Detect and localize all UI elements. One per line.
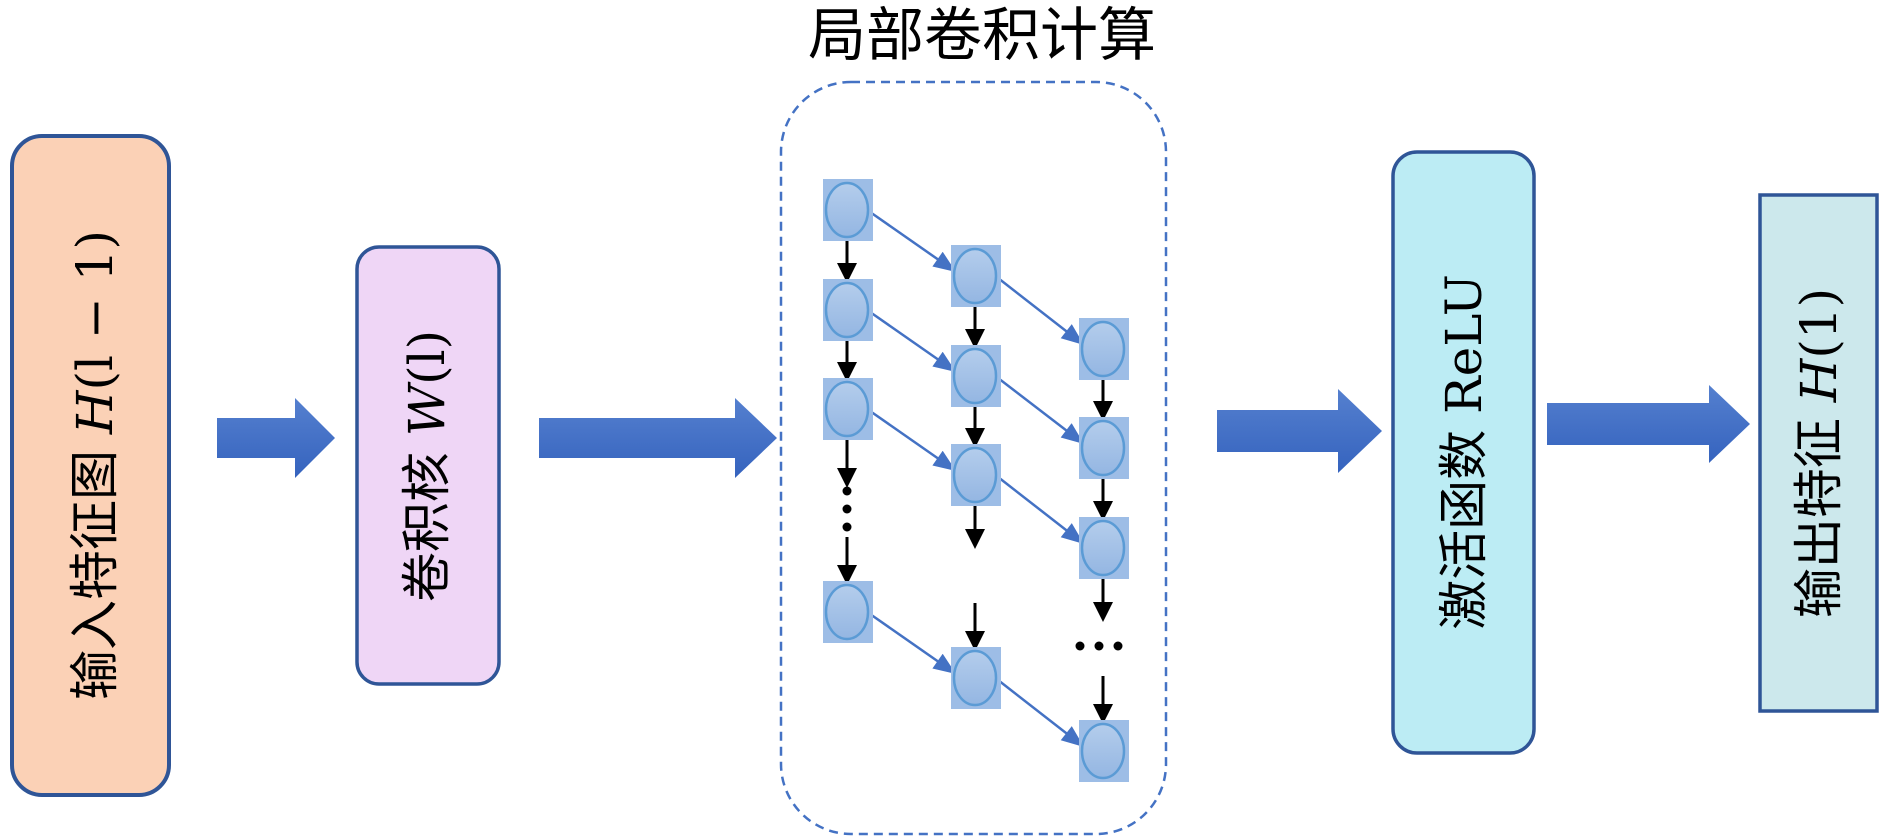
ellipsis-dot	[1075, 641, 1085, 651]
flow-arrow-2	[539, 398, 777, 478]
output-feature-label: 输出特征 H(1)	[1790, 288, 1848, 618]
node-ellipse	[824, 281, 870, 339]
vertical-edge-c2r2-c2r3-head	[965, 428, 985, 448]
node-ellipse	[1080, 519, 1126, 577]
diagonal-edge-c2r2-c3r2	[997, 377, 1085, 445]
flow-arrow-3	[1217, 389, 1382, 473]
input-feature-map-block: 输入特征图 H(l − 1)	[10, 134, 171, 797]
graph-node	[1079, 318, 1129, 380]
graph-node	[951, 647, 1001, 709]
flow-arrow-4	[1547, 385, 1750, 463]
vertical-edge-c2r3-gap-head	[965, 529, 985, 549]
node-ellipse	[1080, 320, 1126, 378]
vertical-edge-c3r1-c3r2-head	[1093, 401, 1113, 421]
diagonal-edge-c2r3-c3r3	[997, 476, 1085, 545]
node-ellipse	[952, 247, 998, 305]
output-feature-block: 输出特征 H(1)	[1758, 193, 1879, 713]
activation-label: 激活函数 ReLU	[1435, 274, 1493, 630]
ellipsis-marks	[842, 486, 1123, 651]
node-ellipse	[1080, 419, 1126, 477]
ellipsis-dot	[1113, 641, 1123, 651]
vertical-edge-c3r2-c3r3-head	[1093, 501, 1113, 521]
flow-arrow-1	[217, 398, 335, 478]
kernel-label: 卷积核 W(l)	[398, 330, 456, 602]
ellipsis-dot	[842, 522, 852, 532]
ellipsis-dot	[842, 486, 852, 496]
vertical-edge-c1r2-c1r3-head	[837, 362, 857, 382]
vertical-edge-c2r1-c2r2-head	[965, 329, 985, 349]
graph-node	[1079, 720, 1129, 782]
diagonal-edge-c1r3-c2r3	[869, 409, 957, 473]
vertical-edge-c1r3-ellipsis-head	[837, 468, 857, 488]
diagonal-edge-c2r1-c3r1	[997, 277, 1085, 346]
vertical-edge-ellipsis-c1rn-head	[837, 565, 857, 585]
kernel-block: 卷积核 W(l)	[355, 245, 501, 686]
graph-node	[823, 279, 873, 341]
node-ellipse	[1080, 722, 1126, 780]
diagonal-edge-c2rn-c3rn	[997, 679, 1085, 748]
node-ellipse	[952, 446, 998, 504]
graph-edges	[837, 210, 1113, 748]
ellipsis-dot	[1094, 641, 1104, 651]
graph-node	[1079, 417, 1129, 479]
activation-relu-block: 激活函数 ReLU	[1391, 150, 1536, 755]
diagram-title: 局部卷积计算	[808, 1, 1156, 69]
graph-node	[951, 444, 1001, 506]
node-ellipse	[824, 380, 870, 438]
diagonal-edge-c1r1-c2r1	[869, 210, 957, 274]
diagonal-edge-c1r2-c2r2	[869, 310, 957, 374]
node-ellipse	[952, 649, 998, 707]
node-ellipse	[952, 347, 998, 405]
graph-node	[951, 245, 1001, 307]
node-ellipse	[824, 181, 870, 239]
graph-node	[951, 345, 1001, 407]
vertical-edge-c3r3-ellipsis-head	[1093, 602, 1113, 622]
node-ellipse	[824, 583, 870, 641]
vertical-edge-c1r1-c1r2-head	[837, 263, 857, 283]
vertical-edge-ellipsis-c3rn-head	[1093, 704, 1113, 724]
diagonal-edge-c1rn-c2rn	[869, 612, 957, 676]
local-convolution-region	[779, 80, 1168, 836]
graph-node	[1079, 517, 1129, 579]
graph-node	[823, 378, 873, 440]
graph-node	[823, 581, 873, 643]
input-feature-map-label: 输入特征图 H(l − 1)	[66, 230, 124, 700]
ellipsis-dot	[842, 504, 852, 514]
vertical-edge-gap-c2rn-head	[965, 631, 985, 651]
graph-node	[823, 179, 873, 241]
graph-nodes	[823, 179, 1129, 782]
